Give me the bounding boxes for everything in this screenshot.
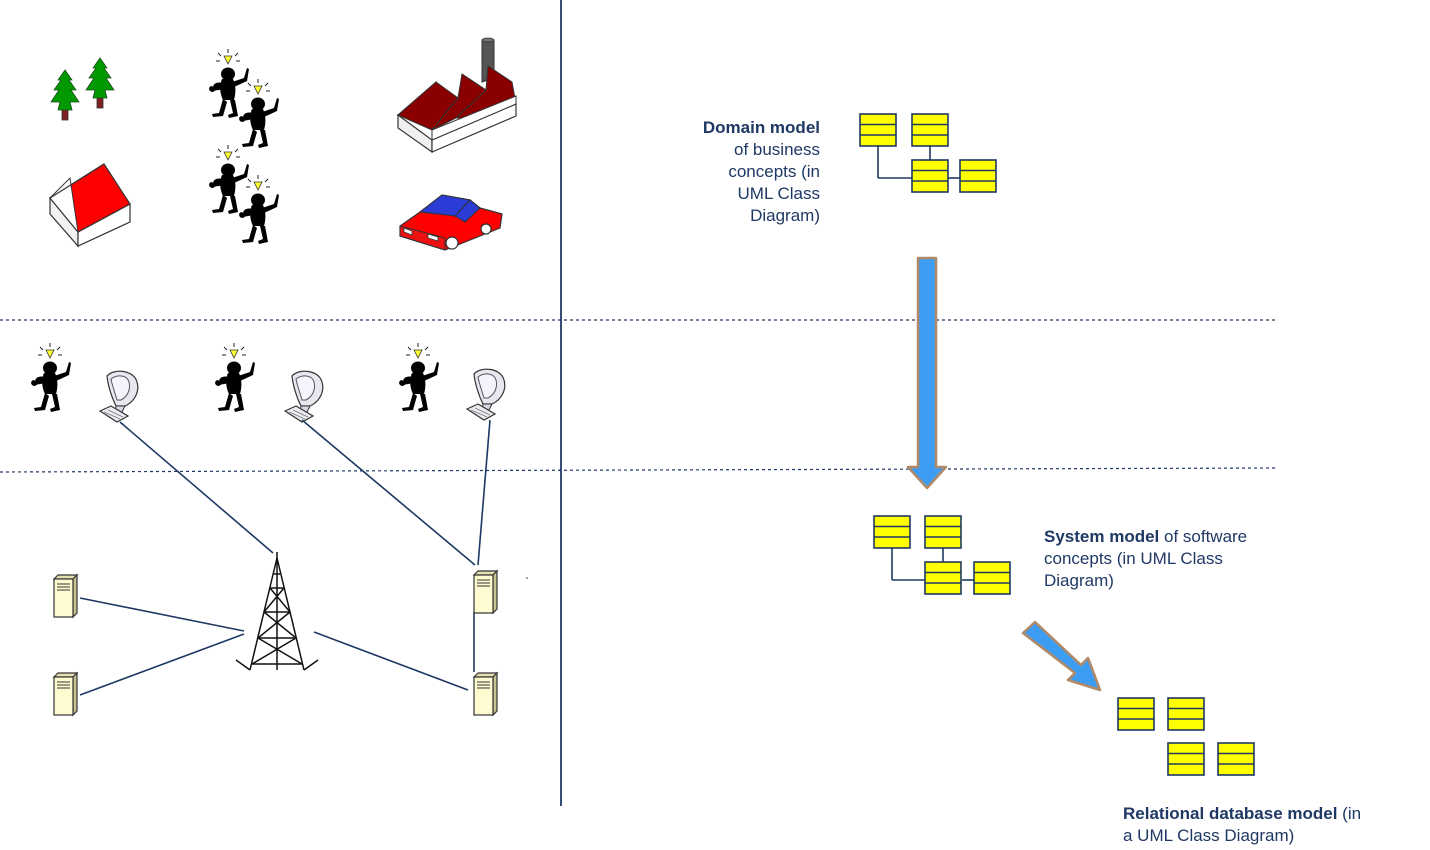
system-model-line-1: concepts (in UML Class (1044, 549, 1223, 568)
car-icon (399, 194, 503, 251)
flow-arrow-icon (1021, 620, 1102, 692)
factory-icon (396, 37, 520, 154)
tree-icon (50, 57, 115, 121)
uml-class-icon (873, 515, 1011, 595)
domain-model-line-1: of business (734, 140, 820, 159)
domain-model-line-3: UML Class (737, 184, 821, 203)
flow-arrow-icon (906, 256, 948, 490)
domain-model-line-4: Diagram) (750, 206, 820, 225)
domain-model-label: Domain model of business concepts (in UM… (640, 117, 820, 227)
radio-tower-icon (235, 552, 319, 671)
server-icon (53, 570, 498, 716)
person-idea-icon (208, 48, 280, 245)
network-links (79, 419, 491, 696)
relational-model-line-0: (in (1337, 804, 1362, 823)
system-model-title: System model (1044, 527, 1160, 546)
uml-class-icon (1117, 697, 1255, 776)
system-model-line-0: of software (1159, 527, 1248, 546)
domain-model-title: Domain model (702, 118, 820, 137)
uml-class-icon (859, 113, 997, 193)
person-idea-icon (30, 342, 440, 413)
stray-dot (526, 577, 528, 579)
computer-icon (99, 368, 506, 423)
system-model-label: System model of software concepts (in UM… (1044, 526, 1334, 592)
system-model-line-2: Diagram) (1044, 571, 1114, 590)
house-icon (49, 163, 131, 248)
relational-model-title: Relational database model (1123, 804, 1338, 823)
relational-model-line-1: a UML Class Diagram) (1123, 826, 1295, 845)
domain-model-line-2: concepts (in (728, 162, 820, 181)
dashed-divider-lower (0, 467, 1279, 473)
relational-model-label: Relational database model (in a UML Clas… (1123, 803, 1423, 847)
